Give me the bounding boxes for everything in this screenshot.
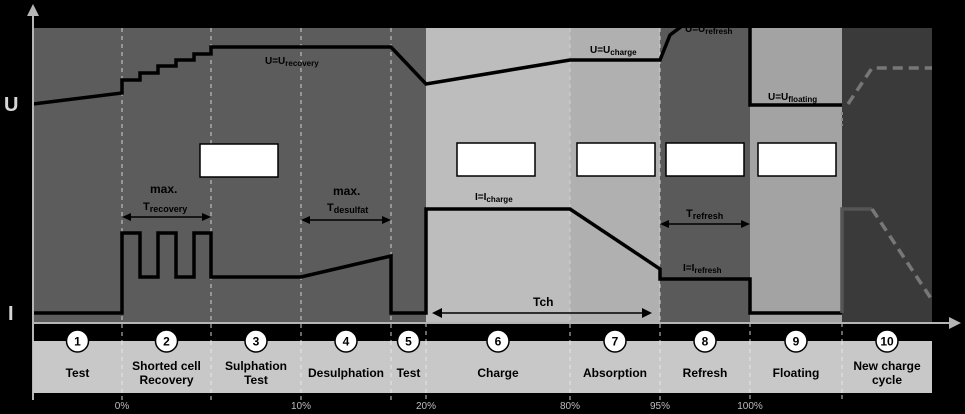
phase-number: 6	[495, 335, 502, 349]
current-curve	[33, 207, 842, 315]
voltage-curve	[32, 24, 842, 107]
voltage-recovery-label: U=Urecovery	[265, 56, 319, 68]
arrow-left-icon	[122, 213, 131, 221]
desulfat-time-label: Tdesulfat	[327, 202, 368, 215]
phase-number: 7	[612, 335, 619, 349]
recovery-max-label: max.	[150, 182, 177, 196]
phase-number-circle	[693, 329, 717, 353]
phase-number-circle	[875, 329, 899, 353]
phase-strip-background	[33, 341, 932, 393]
percent-tick-label: 100%	[737, 401, 763, 412]
percent-tick-label: 0%	[115, 401, 130, 412]
arrow-right-icon	[642, 308, 652, 318]
new-cycle-current-solid	[840, 207, 872, 313]
phase-number: 1	[74, 335, 81, 349]
arrow-right-icon	[741, 220, 750, 228]
arrow-left-icon	[660, 220, 669, 228]
phase-label: Test	[66, 366, 90, 380]
new-cycle-curves	[840, 66, 934, 313]
percent-tick-label: 20%	[416, 401, 436, 412]
phase-number-circle	[486, 329, 510, 353]
percent-ticks: 0% 10% 20% 80% 95% 100%	[115, 401, 763, 412]
blank-boxes	[199, 142, 837, 178]
horizontal-axis-arrow-icon	[949, 317, 961, 329]
phase-number: 10	[880, 335, 894, 349]
arrow-right-icon	[382, 216, 391, 224]
phase-number-circle	[244, 329, 268, 353]
phase-number: 9	[793, 335, 800, 349]
blank-box	[456, 142, 536, 177]
blank-box	[199, 143, 279, 178]
phase-label: Shorted cell	[132, 359, 201, 373]
charge-time-label: Tch	[533, 295, 553, 309]
phase-label: Sulphation	[225, 359, 287, 373]
blank-box	[665, 142, 745, 177]
phase-label: Test	[244, 373, 268, 387]
phase-label: Test	[397, 366, 421, 380]
panel-new-cycle	[842, 28, 932, 323]
voltage-refresh-label: U=Urefresh	[685, 24, 733, 36]
current-axis-label: I	[8, 303, 14, 325]
phase-number-circle	[603, 329, 627, 353]
percent-tick-label: 80%	[560, 401, 580, 412]
percent-tick-label: 10%	[291, 401, 311, 412]
percent-tick-label: 95%	[650, 401, 670, 412]
voltage-floating-label: U=Ufloating	[768, 92, 817, 104]
voltage-axis-label: U	[4, 94, 18, 116]
phase-number-circle	[334, 329, 358, 353]
phase-label: Refresh	[683, 366, 728, 380]
new-cycle-current-curve	[870, 208, 934, 301]
annotations: U=Urecovery U=Ucharge U=Urefresh U=Ufloa…	[143, 24, 817, 309]
vertical-axis-arrow-icon	[27, 4, 39, 16]
phase-number: 5	[405, 335, 412, 349]
phase-label: Charge	[477, 366, 519, 380]
voltage-charge-label: U=Ucharge	[590, 45, 637, 57]
phase-label: cycle	[872, 373, 902, 387]
arrow-left-icon	[432, 308, 442, 318]
phase-label: Recovery	[139, 373, 193, 387]
phase-label: Desulphation	[308, 366, 384, 380]
phase-label: Floating	[773, 366, 820, 380]
phase-number-circle	[396, 329, 421, 353]
phase-number-circle	[784, 329, 808, 353]
phase-number-circle	[154, 329, 179, 353]
phase-label: Absorption	[583, 366, 647, 380]
arrow-right-icon	[202, 213, 211, 221]
desulfat-max-label: max.	[333, 184, 360, 198]
current-refresh-label: I=Irefresh	[683, 263, 722, 275]
blank-box	[576, 142, 656, 177]
phase-number: 8	[702, 335, 709, 349]
phase-number-circle	[65, 329, 90, 353]
phase-number: 2	[163, 335, 170, 349]
arrow-left-icon	[301, 216, 310, 224]
new-cycle-voltage-curve	[846, 66, 932, 105]
phase-number: 4	[343, 335, 350, 349]
refresh-time-label: Trefresh	[686, 208, 723, 221]
phase-number: 3	[253, 335, 260, 349]
time-arrows	[122, 213, 750, 318]
current-charge-label: I=Icharge	[475, 192, 513, 204]
axes	[27, 4, 961, 400]
phase-label: New charge	[853, 359, 921, 373]
recovery-time-label: Trecovery	[143, 201, 187, 214]
blank-box	[757, 142, 837, 177]
